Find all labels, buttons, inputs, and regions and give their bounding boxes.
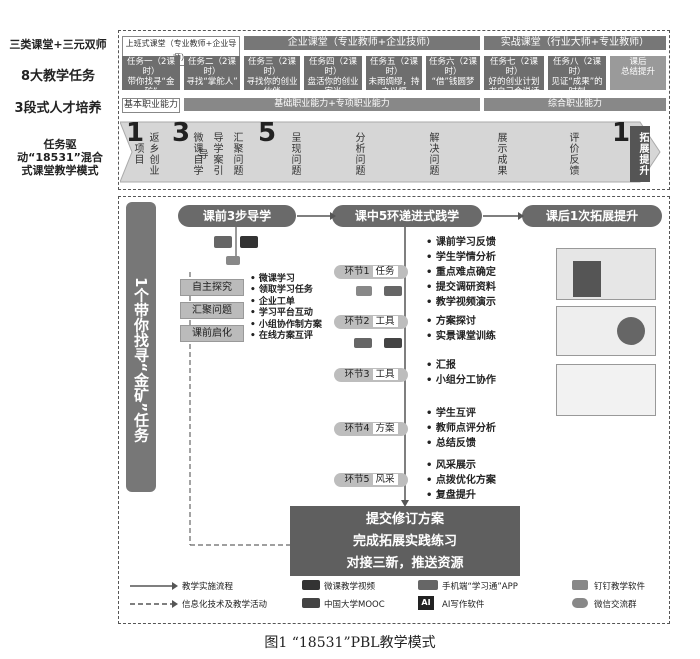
task-after: 课后总结提升: [610, 56, 666, 90]
link-4-bullets: • 学生互评• 教师点评分析• 总结反馈: [426, 408, 496, 449]
pre-bullets-2: • 企业工单• 学习平台互动: [250, 297, 313, 318]
label-tasks: 8大教学任务: [20, 69, 96, 84]
step-solve: 解决问题: [427, 132, 438, 176]
task-1: 任务一（2课时）带你找寻“金矿”: [122, 56, 180, 97]
mooc-icon: [384, 338, 402, 348]
pre-item-2: 汇聚问题: [180, 302, 244, 319]
legend-line-1: 教学实施流程: [182, 582, 234, 592]
label-model: 任务驱动“18531”混合式课堂教学模式: [17, 138, 103, 177]
step-microcourse: 微课自学: [191, 132, 202, 176]
ability-basic: 基本职业能力: [122, 98, 180, 113]
step-gather: 汇聚问题: [231, 132, 242, 176]
class-header-b: 企业课堂（专业教师+企业技师）: [244, 36, 480, 50]
task-6: 任务六（2课时）“借”钱圆梦: [426, 56, 480, 90]
step-num-5: 5: [258, 118, 277, 148]
task-5: 任务五（2课时）未雨绸缪，持之以恒: [366, 56, 422, 97]
legend-i3: 手机端“学习通”APP: [442, 582, 518, 592]
final-box: 提交修订方案完成拓展实践练习对接三新，推送资源: [290, 506, 520, 576]
step-project: 返乡创业项目: [132, 132, 158, 176]
figure-caption: 图1 “18531”PBL教学模式: [264, 635, 436, 651]
link-2: 环节2 工具: [334, 315, 408, 329]
pre-bullets-3: • 小组协作制方案• 在线方案互评: [250, 320, 322, 341]
mooc-icon-legend: [302, 598, 320, 608]
dingtalk-icon: [356, 286, 372, 296]
link-1: 环节1 任务: [334, 265, 408, 279]
step-extend: 拓展提升: [630, 126, 650, 182]
xuexitong-icon-3: [354, 338, 372, 348]
task-7: 任务七（2课时）好的创业计划书自己会说话: [484, 56, 544, 97]
link-4: 环节4 方案: [334, 422, 408, 436]
phase-pre: 课前3步导学: [178, 205, 296, 227]
ability-special: 基础职业能力+专项职业能力: [184, 98, 480, 111]
step-guide: 导学案引导: [196, 132, 222, 176]
step-num-3: 3: [172, 118, 191, 148]
legend-i6: 微信交流群: [594, 600, 637, 610]
step-feedback: 评价反馈: [567, 132, 578, 176]
task-3: 任务三（2课时）寻找你的创业伙伴: [244, 56, 300, 97]
pre-item-1: 自主探究: [180, 279, 244, 296]
xuexitong-icon-legend: [418, 580, 438, 590]
link-3-bullets: • 汇报• 小组分工协作: [426, 360, 496, 386]
step-num-1b: 1: [612, 118, 631, 148]
link-2-bullets: • 方案探讨• 实景课堂训练: [426, 316, 496, 342]
link-5-bullets: • 风采展示• 点拨优化方案• 复盘提升: [426, 460, 496, 501]
top-frame: [118, 30, 670, 190]
legend-line-2: 信息化技术及教学活动: [182, 600, 268, 610]
step-present: 呈现问题: [289, 132, 300, 176]
ai-icon: AI: [418, 596, 434, 610]
phase-mid: 课中5环递进式践学: [332, 205, 482, 227]
steps-band: [120, 121, 661, 183]
post-screenshot-2: [556, 306, 656, 356]
legend-i1: 微课教学视频: [324, 582, 376, 592]
post-screenshot-3: [556, 364, 656, 416]
lower-frame: [118, 196, 670, 624]
task-4: 任务四（2课时）盘活你的创业家当: [304, 56, 362, 97]
xuexitong-icon-2: [384, 286, 402, 296]
legend-i2: 中国大学MOOC: [324, 600, 385, 610]
step-show: 展示成果: [495, 132, 506, 176]
link-3: 环节3 工具: [334, 368, 408, 382]
post-screenshot-1: [556, 248, 656, 300]
video-icon-legend: [302, 580, 320, 590]
ability-comprehensive: 综合职业能力: [484, 98, 666, 111]
video-icon: [240, 236, 258, 248]
phase-post: 课后1次拓展提升: [522, 205, 662, 227]
task-2: 任务二（2课时）寻找“掌舵人”: [184, 56, 240, 90]
label-classes: 三类课堂+三元双师: [9, 38, 107, 51]
legend-i4: AI写作软件: [442, 600, 485, 610]
step-analyze: 分析问题: [353, 132, 364, 176]
label-talent: 3段式人才培养: [14, 101, 102, 116]
wechat-icon: [226, 256, 240, 265]
legend-i5: 钉钉教学软件: [594, 582, 646, 592]
dingtalk-icon-legend: [572, 580, 588, 590]
pre-bullets-1: • 微课学习• 领取学习任务: [250, 274, 313, 295]
link-5: 环节5 风采: [334, 473, 408, 487]
xuexitong-icon: [214, 236, 232, 248]
vertical-title-text: 1个带你找寻“金矿”任务: [132, 277, 150, 443]
pre-item-3: 课前启化: [180, 325, 244, 342]
vertical-title: [126, 202, 156, 492]
wechat-icon-legend: [572, 598, 588, 608]
step-num-1: 1: [126, 118, 145, 148]
link-1-bullets: • 课前学习反馈• 学生学情分析• 重点难点确定• 提交调研资料• 教学视频演示: [426, 237, 496, 308]
task-8: 任务八（2课时）见证“成果”的时刻: [548, 56, 606, 97]
class-header-c: 实战课堂（行业大师+专业教师）: [484, 36, 666, 50]
